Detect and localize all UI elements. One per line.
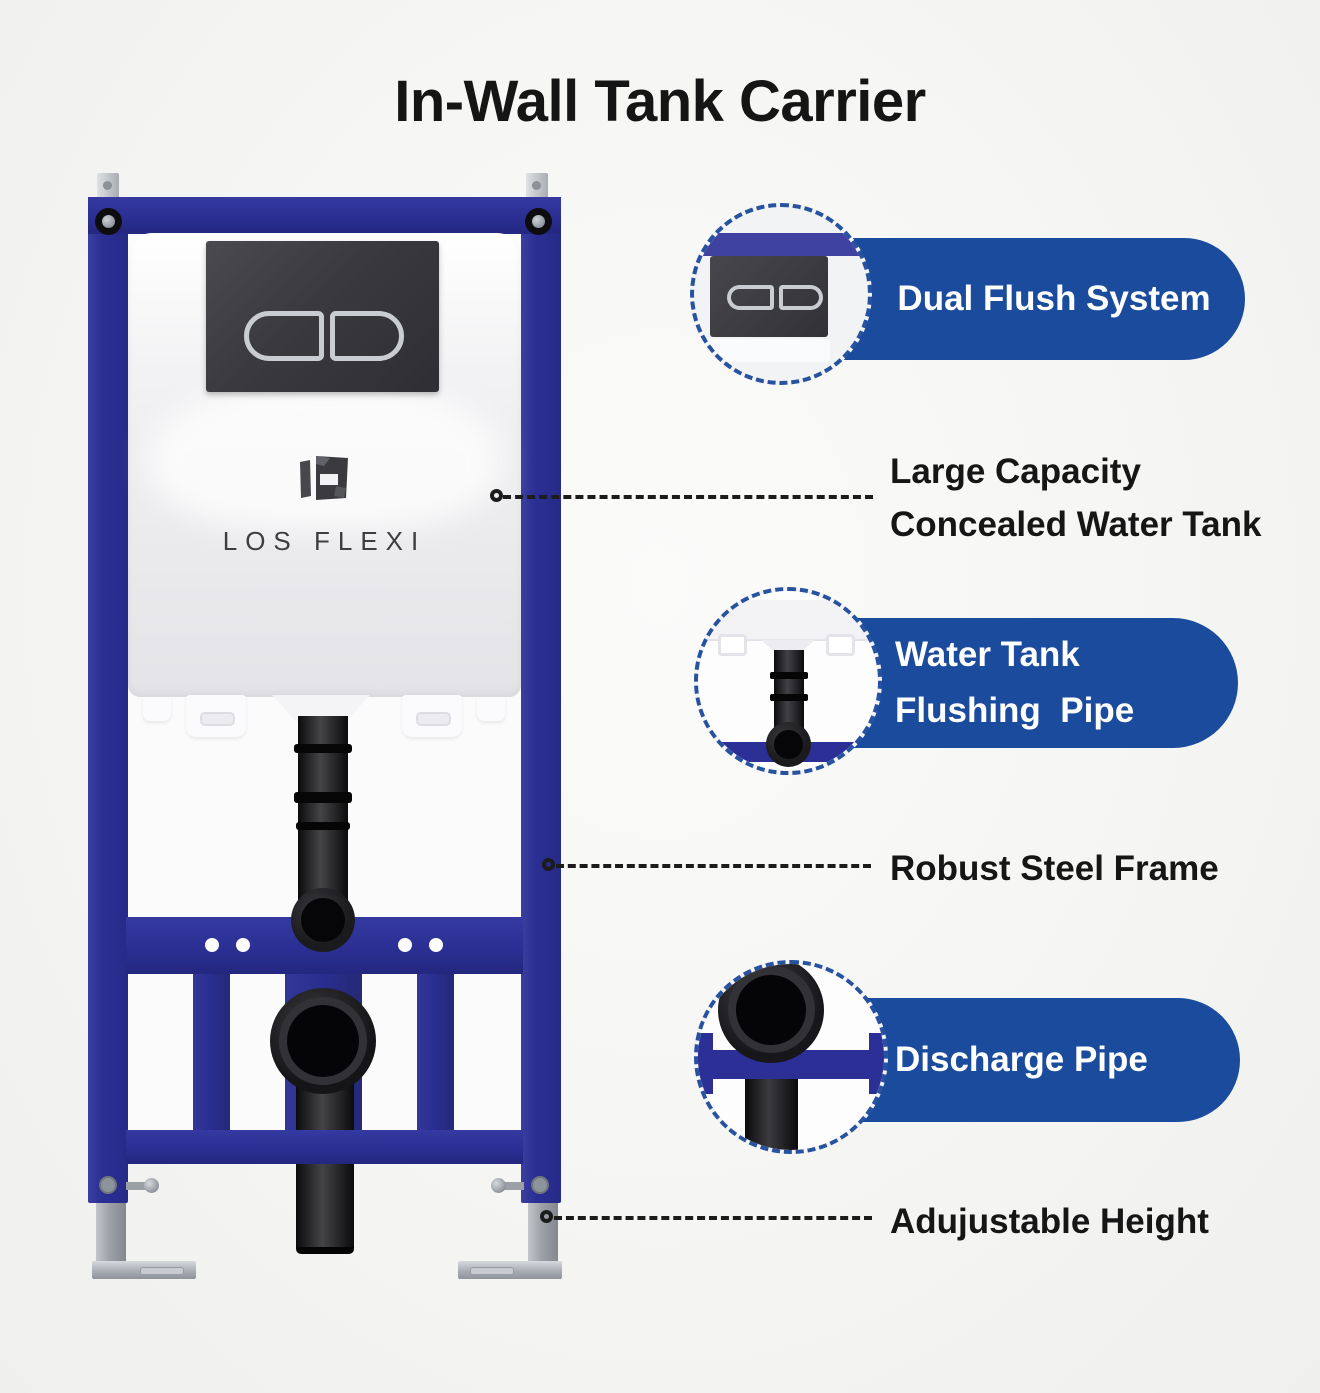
pipe-opening — [287, 1005, 359, 1077]
mini-flush-button-left — [727, 285, 775, 310]
brand-logo-text: LOS FLEXI — [222, 526, 427, 556]
tank-bracket — [143, 697, 171, 721]
corner-bolt-bottom-left — [99, 1176, 117, 1194]
foot-plate-left — [92, 1261, 196, 1279]
corner-bolt-top-left — [95, 208, 122, 235]
connector-dot — [540, 1210, 553, 1223]
bracket-slot — [416, 712, 451, 726]
crossbar-hole — [205, 938, 219, 952]
mini-pipe-opening — [718, 964, 825, 1063]
bolt-core — [532, 215, 545, 228]
callout-label: Dual Flush System — [897, 279, 1211, 318]
frame-top-bar — [88, 197, 561, 234]
corner-bolt-top-right — [525, 208, 552, 235]
crossbar-hole — [398, 938, 412, 952]
frame-rail-right — [521, 197, 561, 1203]
screw-stem — [126, 1182, 152, 1190]
zoom-circle-flushing-pipe — [694, 587, 882, 775]
foot-plate-right — [458, 1261, 562, 1279]
connector-dot — [490, 489, 503, 502]
flushing-pipe-elbow — [291, 888, 355, 952]
pipe-coupling — [294, 744, 352, 753]
bracket-slot — [200, 712, 235, 726]
pipe-opening — [301, 898, 345, 942]
callout-label: Flushing Pipe — [895, 691, 1135, 730]
annotation-steel-frame: Robust Steel Frame — [890, 849, 1219, 888]
annotation-line: Concealed Water Tank — [890, 505, 1262, 544]
wall-anchor-tab-left — [97, 173, 119, 203]
flush-button-left — [244, 311, 324, 361]
screw-nut — [144, 1178, 159, 1193]
mini-flushing-pipe — [773, 650, 805, 737]
frame-rail-left — [88, 197, 128, 1203]
mini-tank-strip — [704, 339, 830, 362]
pipe-coupling — [294, 792, 352, 803]
pipe-coupling — [296, 822, 350, 830]
connector-line — [503, 495, 873, 499]
mini-outlet-funnel — [761, 639, 815, 653]
adjuster-screw-left — [126, 1176, 166, 1196]
annotation-adjustable-height: Adujustable Height — [890, 1202, 1209, 1241]
tank-highlight — [150, 380, 500, 530]
zoom-circle-discharge-pipe — [694, 960, 888, 1154]
mini-tank-bracket — [717, 634, 747, 656]
pipe-opening — [774, 730, 804, 760]
screw-nut — [491, 1178, 506, 1193]
frame-slat — [417, 970, 454, 1134]
corner-bolt-bottom-right — [531, 1176, 549, 1194]
wall-anchor-tab-right — [526, 173, 548, 203]
zoom-circle-flush-plate — [690, 203, 872, 385]
screw-stem — [498, 1182, 524, 1190]
tank-bracket — [186, 695, 246, 737]
mini-frame-bar — [694, 233, 868, 256]
connector-line — [554, 1216, 872, 1220]
mini-pipe-coupling — [770, 672, 808, 680]
connector-line — [556, 864, 871, 868]
discharge-pipe-opening — [270, 988, 376, 1094]
mini-tank-bracket — [825, 634, 855, 656]
frame-bottom-crossbar — [126, 1130, 523, 1164]
anchor-bolt-dot — [532, 181, 541, 190]
mini-pipe-elbow — [766, 722, 812, 768]
foot-plate-slot — [140, 1267, 184, 1275]
mini-pipe-coupling — [770, 693, 808, 701]
bolt-core — [102, 215, 115, 228]
callout-label: Water Tank — [895, 635, 1080, 674]
pipe-opening — [736, 974, 807, 1045]
frame-slat — [193, 970, 230, 1134]
crossbar-hole — [429, 938, 443, 952]
page-title: In-Wall Tank Carrier — [394, 69, 926, 134]
flush-button-right — [330, 311, 404, 361]
mini-flush-button-right — [779, 285, 823, 310]
foot-plate-slot — [470, 1267, 514, 1275]
tank-bracket — [402, 695, 462, 737]
adjuster-screw-right — [484, 1176, 524, 1196]
callout-label: Discharge Pipe — [895, 1040, 1148, 1079]
tank-bracket — [477, 697, 505, 721]
annotation-water-tank: Large Capacity Concealed Water Tank — [890, 445, 1261, 551]
brand-logo-icon — [300, 456, 348, 500]
connector-dot — [542, 858, 555, 871]
annotation-line: Large Capacity — [890, 452, 1141, 491]
crossbar-hole — [236, 938, 250, 952]
anchor-bolt-dot — [103, 181, 112, 190]
